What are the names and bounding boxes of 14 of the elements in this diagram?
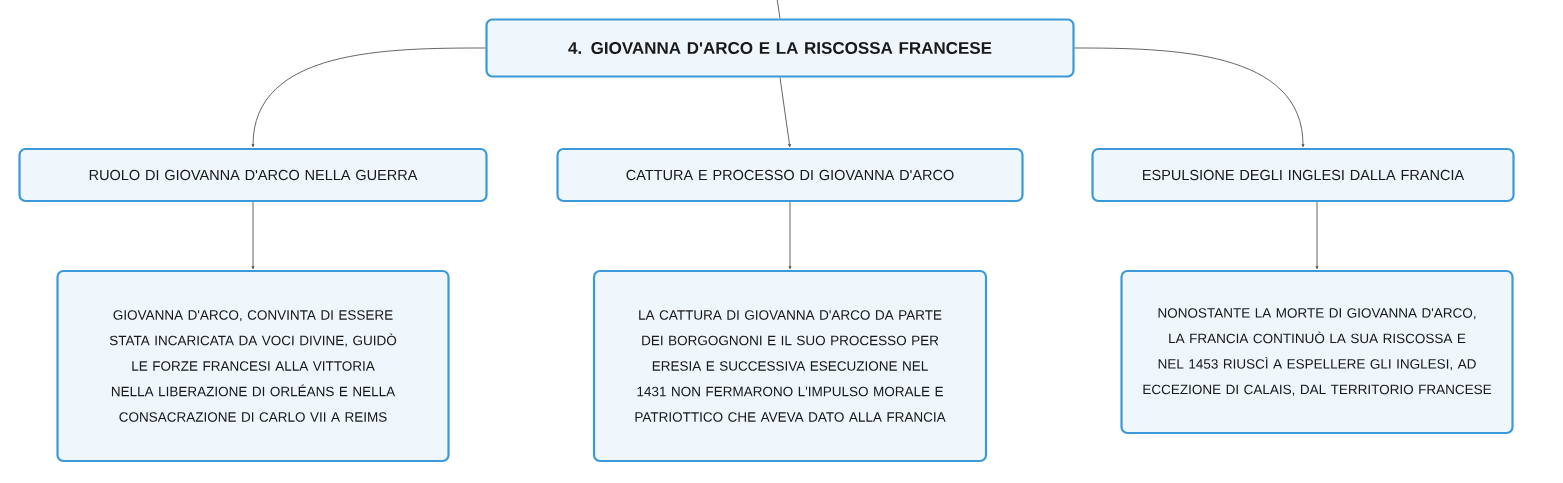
detail-box: LA CATTURA DI GIOVANNA D'ARCO DA PARTE DEI BORGOGNONI E IL SUO PROCESSO PER ERESIA E SUCCESSIVA ESECUZIONE NEL 1431 NON FERMARONO L'IMPULSO MORALE E PATRIOTTICO CHE AVEVA DATO ALLA FRANCIA: [592, 269, 988, 463]
connector: [251, 47, 486, 148]
connector: [776, 0, 781, 19]
topic-box: RUOLO DI GIOVANNA D'ARCO NELLA GUERRA: [18, 147, 488, 203]
detail-box: GIOVANNA D'ARCO, CONVINTA DI ESSERE STATA INCARICATA DA VOCI DIVINE, GUIDÒ LE FORZE FRANCESI ALLA VITTORIA NELLA LIBERAZIONE DI ORLÉANS E NELLA CONSACRAZIONE DI CARLO VII A REIMS: [56, 269, 450, 463]
topic-box: ESPULSIONE DEGLI INGLESI DALLA FRANCIA: [1091, 147, 1515, 203]
detail-box: NONOSTANTE LA MORTE DI GIOVANNA D'ARCO, LA FRANCIA CONTINUÒ LA SUA RISCOSSA E NEL 1453 RIUSCÌ A ESPELLERE GLI INGLESI, AD ECCEZIONE DI CALAIS, DAL TERRITORIO FRANCESE: [1120, 269, 1514, 435]
connector: [788, 201, 792, 270]
connector: [1074, 47, 1305, 148]
connector: [251, 201, 255, 270]
title-box: 4. GIOVANNA D'ARCO E LA RISCOSSA FRANCESE: [485, 18, 1075, 78]
topic-box: CATTURA E PROCESSO DI GIOVANNA D'ARCO: [556, 147, 1024, 203]
connector: [1315, 201, 1319, 270]
connector: [779, 77, 791, 148]
